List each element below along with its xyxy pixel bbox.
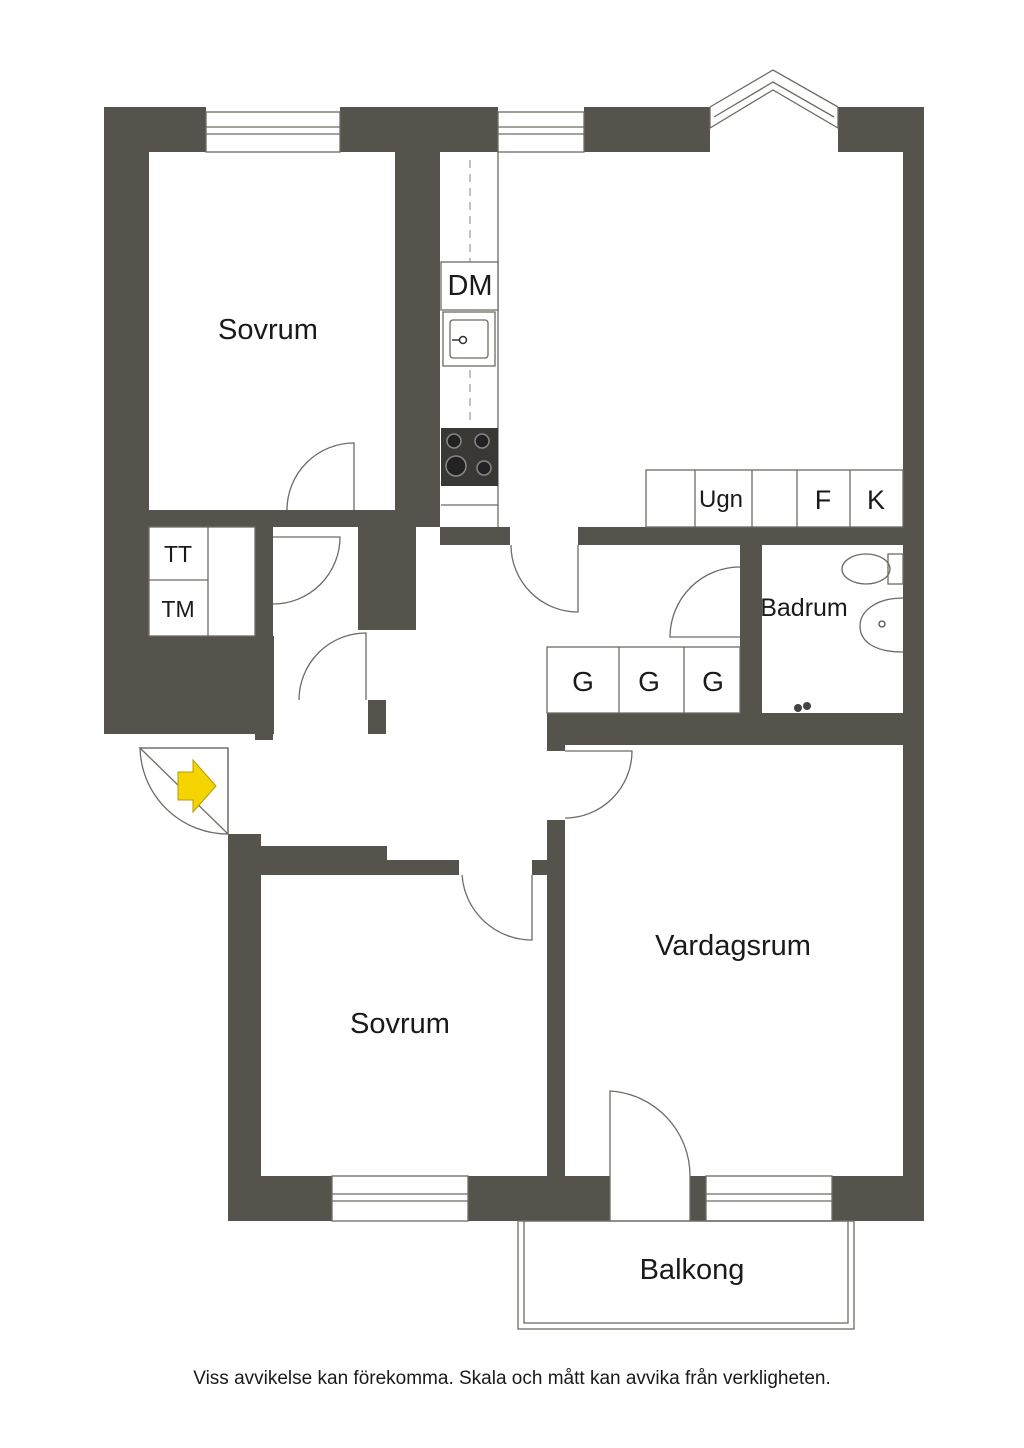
wardrobe-label-2: G (638, 666, 660, 697)
interior-walls (149, 152, 903, 1176)
room-label-badrum: Badrum (760, 594, 848, 622)
fridge-label: F (815, 485, 832, 515)
washer-label: TT (164, 541, 192, 567)
kitchen-counter (440, 152, 499, 527)
room-label-sovrum-bottom: Sovrum (350, 1008, 450, 1040)
room-label-vardagsrum: Vardagsrum (655, 930, 811, 962)
wardrobes (546, 646, 741, 714)
freezer-label: K (867, 485, 885, 515)
floor-drain-icon (794, 702, 811, 712)
stove-icon (441, 428, 498, 486)
entrance-arrow-icon (177, 758, 217, 814)
toilet-icon (841, 553, 904, 585)
room-label-sovrum-top: Sovrum (218, 314, 318, 346)
oven-label: Ugn (699, 486, 743, 513)
dishwasher-label: DM (447, 270, 492, 302)
disclaimer: Viss avvikelse kan förekomma. Skala och … (193, 1368, 831, 1389)
washbasin-icon (859, 597, 904, 653)
room-label-balkong: Balkong (640, 1254, 745, 1286)
bathroom-fixtures (794, 553, 904, 712)
balcony (517, 1220, 855, 1330)
windows (205, 69, 839, 1222)
laundry (148, 526, 256, 637)
wardrobe-label-1: G (572, 666, 594, 697)
dryer-label: TM (161, 596, 194, 622)
kitchen-appliances (645, 469, 904, 528)
outer-walls (104, 107, 924, 1221)
sink-icon (442, 311, 496, 367)
wardrobe-label-3: G (702, 666, 724, 697)
doors (138, 442, 741, 1221)
